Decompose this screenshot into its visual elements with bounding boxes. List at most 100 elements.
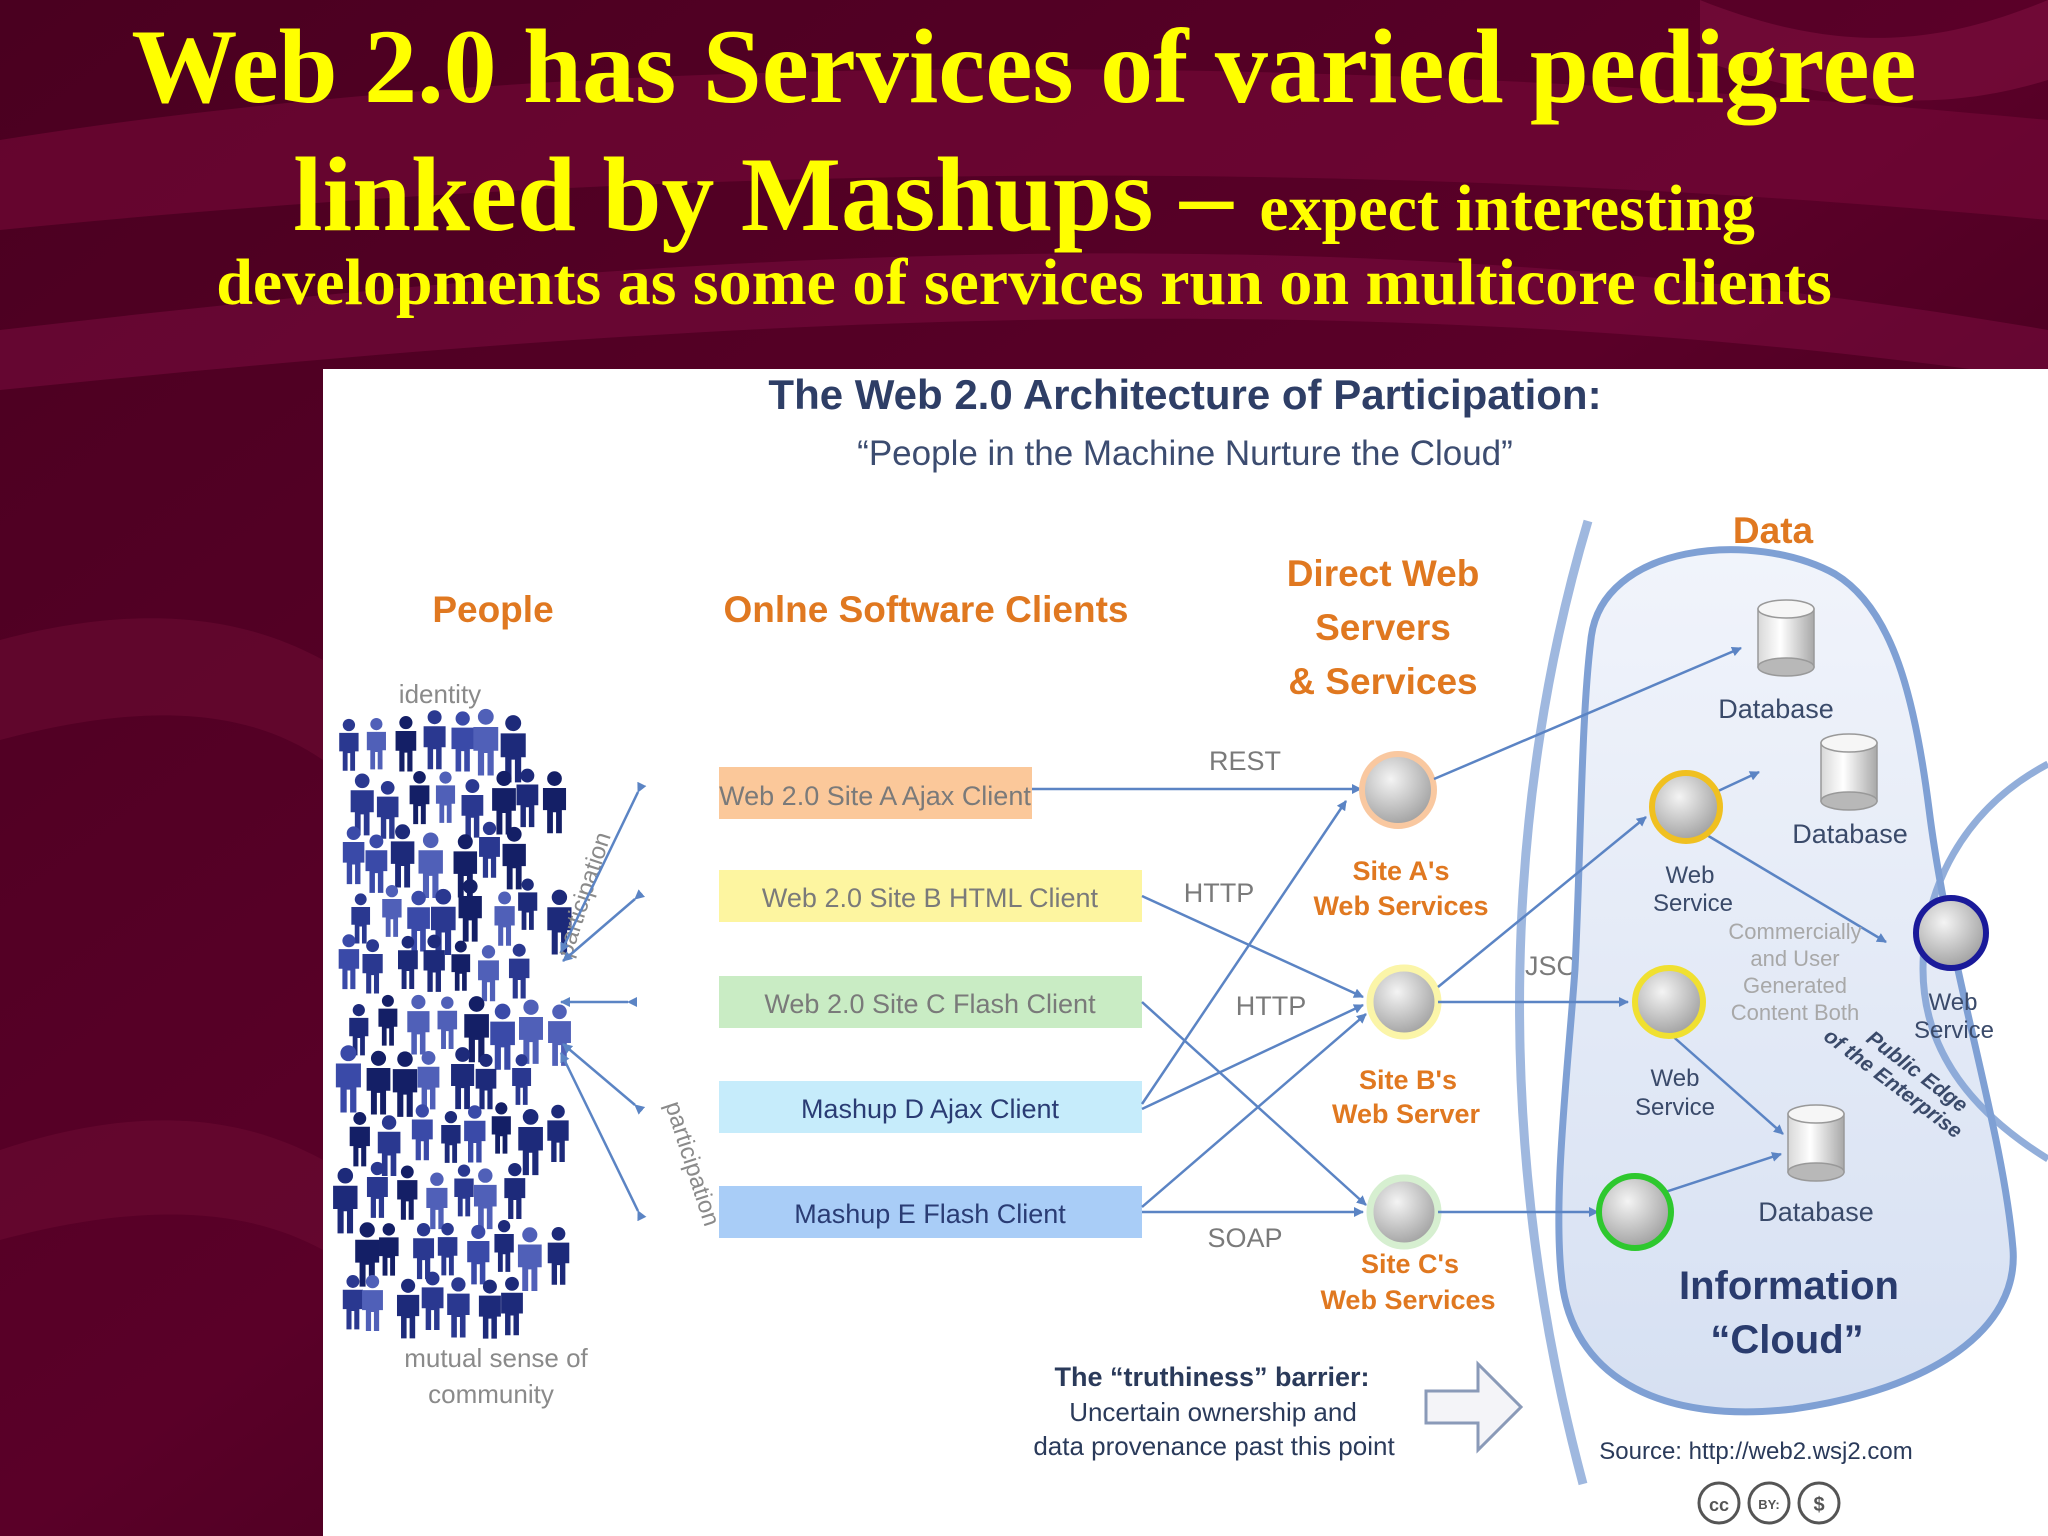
client-web20-site-c: Web 2.0 Site C Flash Client (719, 976, 1142, 1028)
client-web20-site-a: Web 2.0 Site A Ajax Client (719, 767, 1032, 819)
web-service-2-node-icon (1632, 965, 1706, 1039)
person-icon (339, 718, 359, 771)
person-icon (411, 1104, 433, 1161)
web-service-3-label-1: Web (1929, 989, 1978, 1016)
person-icon (382, 884, 402, 937)
database-2-label: Database (1792, 819, 1908, 849)
person-icon (355, 1222, 380, 1287)
client-label-e: Mashup E Flash Client (794, 1199, 1066, 1229)
person-icon (464, 1105, 486, 1163)
person-icon (451, 940, 471, 991)
title-line-2: linked by Mashups – expect interesting (0, 142, 2048, 248)
site-a-label-2: Web Services (1313, 891, 1488, 921)
person-icon (409, 771, 430, 825)
people-client-arrows (559, 781, 647, 1222)
site-b-node-icon (1366, 964, 1442, 1040)
cc-badge-circle (1697, 1481, 1741, 1525)
cloud-label-2: “Cloud” (1710, 1318, 1863, 1362)
arrow-web-service-2-to-database-3 (1667, 1031, 1784, 1135)
web-service-3-node-icon (1913, 895, 1989, 971)
web-service-green-node-icon (1596, 1173, 1674, 1251)
truthiness-barrier-line (1515, 519, 1593, 1486)
person-icon (342, 1275, 364, 1330)
barrier-title: The “truthiness” barrier: (1054, 1362, 1369, 1392)
arrow-c-to-site-c (1141, 1001, 1367, 1206)
attribution-badge-icon: BY: (1747, 1481, 1791, 1525)
database-1-label: Database (1718, 694, 1834, 724)
person-icon (479, 821, 500, 878)
person-icon (500, 715, 526, 783)
client-web20-site-b: Web 2.0 Site B HTML Client (719, 870, 1142, 922)
arrow-site-b-to-web-service-1 (1437, 816, 1647, 988)
web-service-1-label-2: Service (1653, 890, 1733, 917)
person-icon (516, 768, 539, 828)
person-icon (473, 1168, 497, 1230)
participation-arrow-d (562, 1043, 646, 1115)
web-service-green-node (1596, 1173, 1674, 1251)
participation-arrow-e (559, 1052, 647, 1222)
person-icon (451, 1047, 475, 1110)
protocol-rest: REST (1209, 746, 1281, 776)
client-label-b: Web 2.0 Site B HTML Client (762, 883, 1099, 913)
arrow-e-to-site-b (1141, 1013, 1367, 1208)
person-icon (338, 934, 360, 990)
community-label-1: mutual sense of (404, 1343, 588, 1373)
heading-people: People (432, 589, 553, 630)
heading-clients: Onlne Software Clients (723, 589, 1128, 630)
person-icon (421, 1271, 444, 1330)
person-icon (512, 1054, 532, 1105)
noncommercial-badge-text: $ (1813, 1494, 1824, 1516)
cloud-label-1: Information (1679, 1264, 1899, 1308)
person-icon (418, 832, 443, 899)
person-icon (362, 939, 383, 994)
client-box-d (719, 1081, 1142, 1133)
database-3-top (1787, 1104, 1845, 1124)
client-server-arrows (1032, 784, 1367, 1217)
web-service-3-label-2: Service (1914, 1017, 1994, 1044)
person-icon (478, 945, 499, 1002)
arrow-d-to-site-b (1141, 1003, 1364, 1111)
participation-label-bottom: participation (659, 1098, 725, 1229)
person-icon (504, 1162, 526, 1219)
person-icon (333, 1167, 358, 1234)
site-a-node-icon (1359, 751, 1437, 829)
person-icon (342, 826, 365, 885)
site-c-node-icon (1366, 1174, 1442, 1250)
content-caption-4: Content Both (1731, 1000, 1859, 1025)
site-a-label-1: Site A's (1353, 856, 1450, 886)
database-1-top (1757, 599, 1815, 619)
person-icon (423, 710, 446, 770)
person-icon (376, 780, 399, 839)
source-credit: Source: http://web2.wsj2.com (1599, 1438, 1912, 1465)
cc-badge-text: cc (1709, 1495, 1729, 1515)
person-icon (417, 1050, 440, 1110)
web-service-2-label-1: Web (1651, 1065, 1700, 1092)
person-icon (423, 934, 445, 992)
attribution-badge-circle (1747, 1481, 1791, 1525)
participation-arrow-b (562, 889, 646, 962)
heading-servers-1: Direct Web (1287, 553, 1480, 594)
attribution-badge-text: BY: (1758, 1497, 1779, 1512)
site-c-label-2: Web Services (1320, 1285, 1495, 1315)
arrow-web-service-1-to-web-service-3 (1679, 817, 1887, 944)
person-icon (467, 1224, 490, 1285)
database-3-label: Database (1758, 1197, 1874, 1227)
person-icon (378, 994, 398, 1046)
heading-data: Data (1733, 510, 1814, 551)
server-data-arrows (1433, 646, 1887, 1217)
content-caption-2: and User (1750, 946, 1839, 971)
person-icon (362, 1274, 383, 1331)
site-b-label-1: Site B's (1359, 1065, 1457, 1095)
database-3-icon (1787, 1104, 1845, 1182)
person-icon (517, 1227, 542, 1291)
client-box-a (719, 767, 1032, 819)
person-icon (437, 1222, 458, 1276)
person-icon (458, 879, 482, 942)
content-caption-3: Generated (1743, 973, 1847, 998)
person-icon (518, 878, 538, 930)
person-icon (494, 1219, 514, 1272)
heading-servers-3: & Services (1288, 661, 1477, 702)
person-icon (473, 708, 499, 776)
protocol-http-1: HTTP (1184, 878, 1255, 908)
person-icon (413, 1223, 435, 1280)
